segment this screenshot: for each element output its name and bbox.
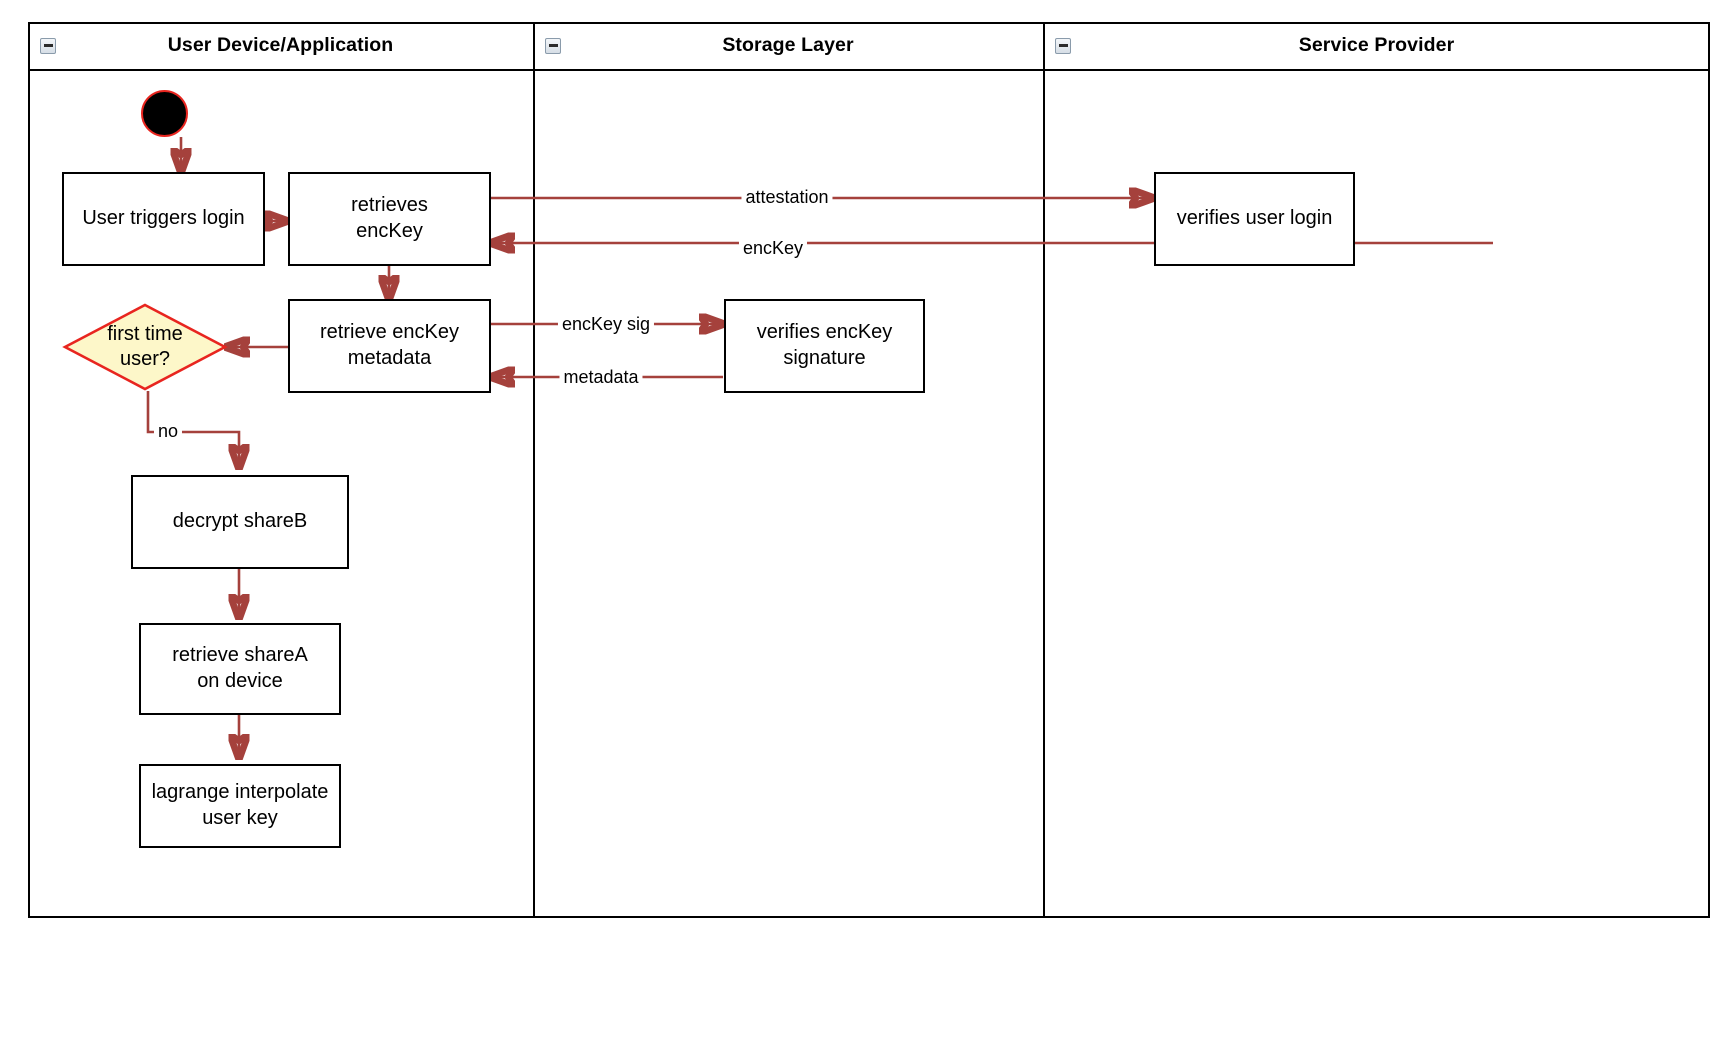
- lane-header-service-provider[interactable]: Service Provider: [1043, 22, 1710, 71]
- swimlane-pool: [28, 22, 1710, 918]
- node-retrieve-sharea-on-device[interactable]: retrieve shareA on device: [139, 623, 341, 715]
- collapse-minus-icon[interactable]: [545, 37, 561, 54]
- start-node[interactable]: [141, 90, 188, 137]
- node-decrypt-shareb[interactable]: decrypt shareB: [131, 475, 349, 569]
- node-verifies-user-login[interactable]: verifies user login: [1154, 172, 1355, 266]
- edge-label-enckey-sig: encKey sig: [557, 314, 655, 335]
- node-lagrange-interpolate-user-key[interactable]: lagrange interpolate user key: [139, 764, 341, 848]
- node-verifies-enckey-signature[interactable]: verifies encKey signature: [724, 299, 925, 393]
- node-retrieves-enckey[interactable]: retrieves encKey: [288, 172, 491, 266]
- collapse-minus-icon[interactable]: [1055, 37, 1071, 54]
- lane-divider-storage: [533, 22, 535, 918]
- lane-header-user-device[interactable]: User Device/Application: [28, 22, 533, 71]
- collapse-minus-icon[interactable]: [40, 37, 56, 54]
- lane-title-service-provider: Service Provider: [1298, 34, 1455, 56]
- lane-title-user-device: User Device/Application: [167, 34, 394, 56]
- lane-title-storage: Storage Layer: [722, 34, 854, 56]
- edge-label-enckey: encKey: [738, 238, 808, 259]
- edge-label-metadata: metadata: [559, 367, 643, 388]
- lane-header-storage[interactable]: Storage Layer: [533, 22, 1043, 71]
- edge-label-no: no: [153, 421, 183, 442]
- lane-divider-service-provider: [1043, 22, 1045, 918]
- node-retrieve-enckey-metadata[interactable]: retrieve encKey metadata: [288, 299, 491, 393]
- node-user-triggers-login[interactable]: User triggers login: [62, 172, 265, 266]
- edge-label-attestation: attestation: [741, 187, 833, 208]
- node-first-time-user[interactable]: first time user?: [62, 303, 228, 391]
